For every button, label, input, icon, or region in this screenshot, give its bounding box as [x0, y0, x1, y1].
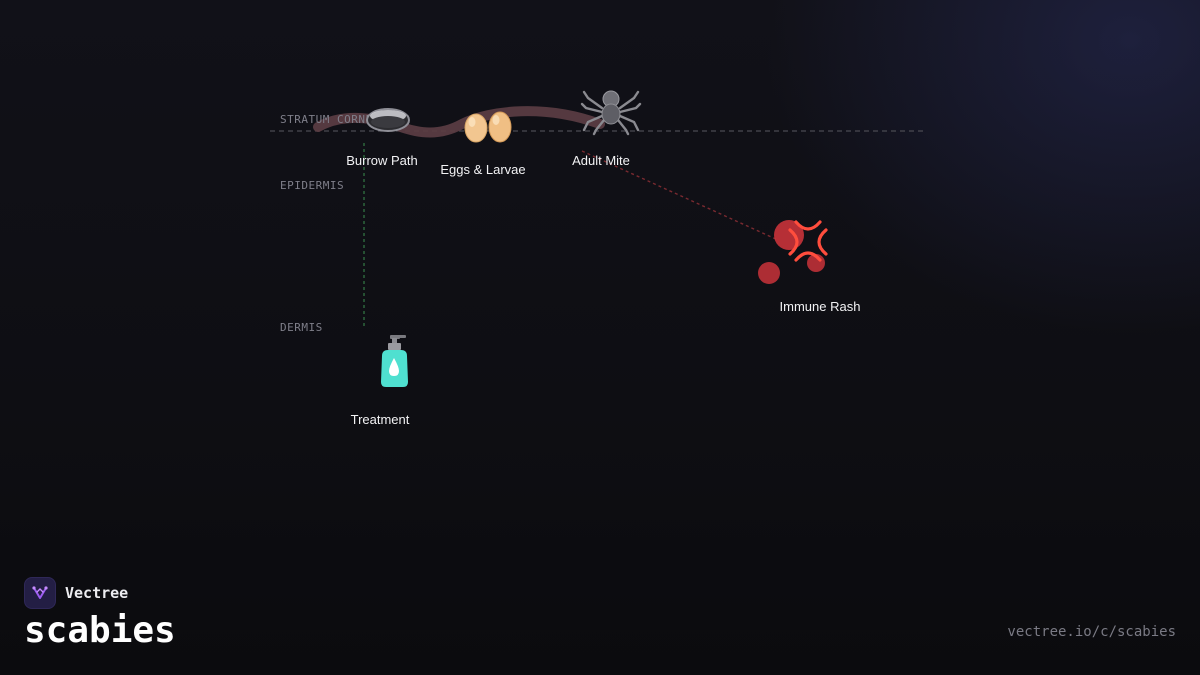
page-url-link[interactable]: vectree.io/c/scabies: [1007, 624, 1176, 640]
treatment-label: Treatment: [351, 412, 410, 427]
burrow-node[interactable]: Burrow Path: [346, 108, 418, 168]
eggs-icon: [464, 111, 512, 143]
eggs-label: Eggs & Larvae: [440, 162, 525, 177]
brand-name: Vectree: [65, 584, 129, 602]
brand-block[interactable]: Vectree: [24, 577, 128, 609]
layer-label-epidermis: EPIDERMIS: [280, 179, 344, 192]
mite-node[interactable]: Adult Mite: [572, 90, 642, 168]
vectree-logo-icon: [24, 577, 56, 609]
mite-label: Adult Mite: [572, 153, 630, 168]
treatment-node[interactable]: Treatment: [351, 335, 410, 427]
burrow-icon: [366, 108, 410, 132]
page-title: scabies: [24, 610, 176, 651]
spider-icon: [580, 90, 642, 136]
layer-label-stratum-corneum: STRATUM CORNEUM: [280, 113, 387, 126]
rash-label: Immune Rash: [780, 299, 861, 314]
burrow-tunnel: [313, 106, 605, 138]
lotion-bottle-icon: [381, 335, 408, 387]
burrow-label: Burrow Path: [346, 153, 418, 168]
anger-rash-icon: [788, 220, 828, 262]
rash-node[interactable]: Immune Rash: [758, 220, 860, 314]
rash-blotches: [758, 220, 825, 284]
layer-label-dermis: DERMIS: [280, 321, 323, 334]
eggs-node[interactable]: Eggs & Larvae: [440, 111, 526, 177]
